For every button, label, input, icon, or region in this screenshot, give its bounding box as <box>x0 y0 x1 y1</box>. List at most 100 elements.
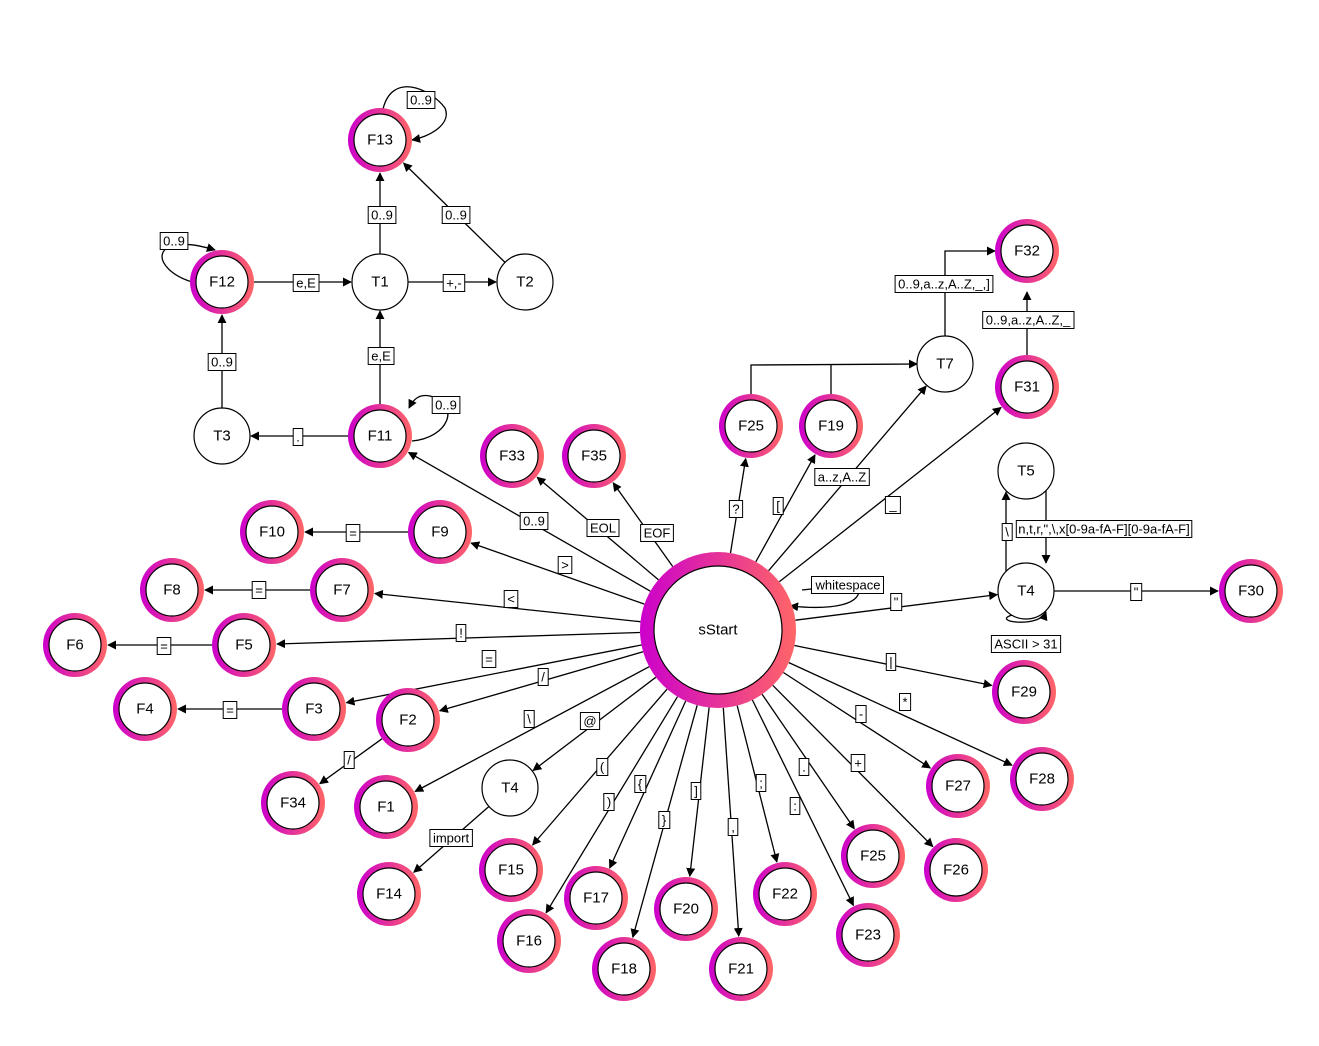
state-circle <box>1015 752 1069 806</box>
edge-label-box <box>884 496 901 514</box>
state-label: F1 <box>377 799 395 816</box>
edge-label: { <box>634 775 647 793</box>
state-circle <box>195 255 249 309</box>
edge-label: - <box>855 705 867 723</box>
edge-label-box <box>222 701 238 719</box>
state-label: F18 <box>611 961 637 978</box>
state-circle <box>1000 224 1054 278</box>
edge-label-text: import <box>433 831 470 846</box>
edge-label-text: ] <box>694 784 698 799</box>
state-F18: F18 <box>592 937 656 1001</box>
state-label: F10 <box>259 524 285 541</box>
edge-label: / <box>343 751 355 769</box>
edge-label-text: 0..9 <box>410 93 432 108</box>
state-label: F14 <box>376 886 402 903</box>
edge-label-text: - <box>859 707 863 722</box>
edge-label-text: 0..9 <box>445 208 467 223</box>
edge-label-text: / <box>347 753 351 768</box>
state-circle <box>659 882 713 936</box>
edge-label-text: = <box>226 703 234 718</box>
state-F19: F19 <box>799 394 863 458</box>
state-label: F7 <box>333 582 351 599</box>
edge-label-box <box>850 754 866 772</box>
edge-label-text: [ <box>776 499 780 514</box>
edge-label: , <box>727 818 739 836</box>
edge-F13-to-F13 <box>382 86 447 143</box>
state-circle <box>266 776 320 830</box>
state-label: F28 <box>1029 771 1055 788</box>
edge-label: @ <box>579 712 601 730</box>
state-F2: F2 <box>376 688 440 752</box>
state-label: F8 <box>163 582 181 599</box>
state-label: F31 <box>1014 379 1040 396</box>
edge-F12-to-F12 <box>161 243 216 283</box>
state-F10: F10 <box>240 500 304 564</box>
edge-label-box <box>537 668 549 686</box>
state-circle <box>315 563 369 617</box>
edge-label: e,E <box>367 347 395 365</box>
edge-label: EOF <box>640 524 674 542</box>
state-F15: F15 <box>479 838 543 902</box>
state-label: F21 <box>728 961 754 978</box>
edge-label: 0..9 <box>367 206 397 224</box>
edge-label-box <box>519 512 549 530</box>
state-circle <box>841 908 895 962</box>
state-label: F35 <box>581 448 607 465</box>
state-label: F32 <box>1014 243 1040 260</box>
edge-label: . <box>798 758 810 776</box>
edge-label: ! <box>455 624 467 642</box>
state-circle <box>287 682 341 736</box>
edge-label-box <box>811 576 884 594</box>
state-label: F5 <box>235 637 253 654</box>
edge-label-box <box>603 793 615 811</box>
state-F16: F16 <box>497 909 561 973</box>
edge-label: ] <box>690 782 702 800</box>
state-label: F2 <box>399 712 417 729</box>
state-circle <box>846 829 900 883</box>
edge-label-box <box>523 710 535 728</box>
state-circle <box>714 942 768 996</box>
edge-label-text: 0..9 <box>163 234 185 249</box>
edge-label-box <box>855 705 867 723</box>
state-circle <box>997 442 1055 500</box>
edge-label-text: n,t,r,",\,x[0-9a-fA-F][0-9a-fA-F] <box>1018 522 1190 537</box>
state-circle <box>481 759 539 817</box>
edge-label-box <box>441 206 471 224</box>
edge-label: ( <box>596 758 609 776</box>
edge-label-text: EOL <box>590 521 616 536</box>
edge-T7-to-F32 <box>944 246 996 336</box>
state-F6: F6 <box>43 613 107 677</box>
edge-label: = <box>251 581 267 599</box>
edge-sStart-to-F31 <box>778 406 1002 583</box>
edge-label-text: 0..9,a..z,A..Z,_,] <box>898 277 990 292</box>
state-F17: F17 <box>564 866 628 930</box>
edge-label-text: 0..9 <box>523 514 545 529</box>
edge-label-text: " <box>894 595 899 610</box>
edge-label-text: = <box>349 526 357 541</box>
edge-label-box <box>207 353 237 371</box>
state-circle <box>929 843 983 897</box>
edge-label: ? <box>728 500 744 518</box>
state-F3: F3 <box>282 677 346 741</box>
edge-label-box <box>343 751 355 769</box>
edge-label: : <box>789 797 801 815</box>
edge-label-text: +,- <box>446 276 462 291</box>
state-T1: T1 <box>351 253 409 311</box>
state-F11: F11 <box>348 404 412 468</box>
edge-label: ; <box>755 774 767 792</box>
edge-label-text: a..z,A..Z <box>818 470 866 485</box>
edge-label: [ <box>772 497 784 515</box>
state-circle <box>724 399 778 453</box>
edge-label-box <box>442 274 466 292</box>
edge-label-text: ) <box>607 795 611 810</box>
state-circle <box>413 505 467 559</box>
edge-label: . <box>292 428 304 446</box>
state-circle <box>569 871 623 925</box>
edge-label: \ <box>523 710 535 728</box>
state-F34: F34 <box>261 771 325 835</box>
state-circle <box>502 914 556 968</box>
edge-label-box <box>586 519 620 537</box>
edge-label: 0..9 <box>519 512 549 530</box>
state-circle <box>48 618 102 672</box>
